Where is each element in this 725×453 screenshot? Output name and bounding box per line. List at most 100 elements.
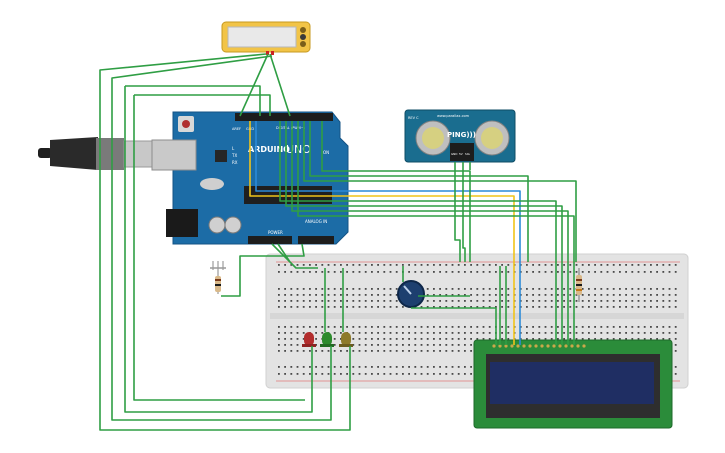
breadboard-hole — [451, 350, 454, 352]
breadboard-hole — [588, 271, 590, 273]
breadboard-hole — [594, 306, 596, 308]
breadboard-hole — [433, 366, 435, 368]
breadboard-hole — [532, 338, 534, 340]
breadboard-hole — [358, 271, 361, 273]
breadboard-hole — [569, 294, 572, 296]
breadboard-hole — [408, 338, 410, 340]
breadboard-hole — [284, 306, 286, 308]
breadboard-hole — [352, 373, 355, 375]
green-led[interactable] — [320, 332, 334, 347]
breadboard-hole — [507, 306, 510, 308]
breadboard-hole — [290, 350, 293, 352]
breadboard-hole — [637, 271, 640, 273]
breadboard-hole — [352, 366, 355, 368]
breadboard-hole — [302, 338, 305, 340]
breadboard-hole — [544, 300, 547, 302]
breadboard-hole — [495, 300, 497, 302]
breadboard-hole — [557, 300, 559, 302]
breadboard-hole — [302, 306, 305, 308]
breadboard-hole — [278, 344, 280, 346]
breadboard-hole — [507, 271, 510, 273]
breadboard-hole — [637, 264, 640, 266]
breadboard-hole — [333, 264, 336, 266]
breadboard-hole — [668, 326, 671, 328]
breadboard-hole — [296, 373, 299, 375]
breadboard-hole — [389, 338, 392, 340]
breadboard-hole — [631, 264, 634, 266]
breadboard-hole — [464, 350, 466, 352]
breadboard-hole — [389, 264, 392, 266]
breadboard-hole — [643, 332, 646, 334]
breadboard-hole — [321, 271, 324, 273]
breadboard-hole — [352, 344, 355, 346]
breadboard-hole — [594, 288, 596, 290]
red-led[interactable] — [302, 332, 316, 347]
breadboard-hole — [451, 300, 454, 302]
breadboard-hole — [352, 271, 355, 273]
breadboard-hole — [526, 271, 528, 273]
power-label: POWER — [268, 230, 283, 235]
breadboard-hole — [569, 332, 572, 334]
breadboard-hole — [358, 373, 361, 375]
breadboard-hole — [352, 300, 355, 302]
breadboard-hole — [612, 300, 615, 302]
breadboard-hole — [284, 338, 286, 340]
breadboard-hole — [588, 326, 590, 328]
breadboard-hole — [284, 288, 286, 290]
breadboard-hole — [563, 271, 565, 273]
breadboard-hole — [284, 350, 286, 352]
breadboard-hole — [488, 300, 491, 302]
breadboard-hole — [389, 366, 392, 368]
lcd-display-icon[interactable] — [473, 339, 673, 429]
photoresistor-icon[interactable] — [210, 261, 226, 294]
breadboard-hole — [321, 288, 324, 290]
breadboard-hole — [526, 288, 528, 290]
breadboard-hole — [600, 264, 603, 266]
breadboard-hole — [674, 300, 677, 302]
yellow-led[interactable] — [339, 332, 353, 347]
breadboard-hole — [352, 288, 355, 290]
breadboard-hole — [464, 306, 466, 308]
ultrasonic-sensor[interactable]: PING))) www.parallax.com REV C GND 5V SI… — [404, 109, 516, 163]
breadboard-hole — [433, 271, 435, 273]
breadboard-hole — [581, 294, 584, 296]
breadboard-hole — [538, 300, 541, 302]
breadboard-hole — [414, 271, 417, 273]
breadboard-hole — [656, 338, 658, 340]
breadboard-hole — [532, 306, 534, 308]
breadboard-hole — [346, 300, 348, 302]
breadboard-hole — [414, 366, 417, 368]
breadboard-hole — [389, 344, 392, 346]
breadboard-hole — [625, 288, 627, 290]
breadboard-hole — [495, 264, 497, 266]
breadboard-hole — [439, 288, 441, 290]
breadboard-hole — [315, 271, 317, 273]
breadboard-hole — [340, 294, 342, 296]
breadboard-hole — [433, 332, 435, 334]
breadboard-hole — [625, 271, 627, 273]
breadboard-hole — [619, 326, 621, 328]
breadboard-hole — [290, 338, 293, 340]
breadboard-hole — [656, 294, 658, 296]
breadboard-hole — [470, 332, 472, 334]
breadboard-hole — [631, 288, 634, 290]
breadboard-hole — [340, 338, 342, 340]
breadboard-hole — [488, 338, 491, 340]
breadboard-hole — [588, 264, 590, 266]
breadboard-hole — [625, 264, 627, 266]
breadboard-hole — [408, 344, 410, 346]
breadboard-hole — [643, 288, 646, 290]
breadboard-hole — [575, 332, 578, 334]
breadboard-hole — [451, 288, 454, 290]
piezo-buzzer-icon[interactable] — [221, 21, 311, 55]
breadboard-hole — [557, 306, 559, 308]
usb-cable-icon[interactable] — [38, 137, 155, 170]
breadboard-hole — [340, 300, 342, 302]
breadboard-hole — [340, 366, 342, 368]
breadboard-hole — [674, 306, 677, 308]
breadboard-hole — [482, 288, 485, 290]
potentiometer-icon[interactable] — [397, 280, 425, 308]
breadboard-hole — [278, 338, 280, 340]
breadboard-hole — [557, 326, 559, 328]
